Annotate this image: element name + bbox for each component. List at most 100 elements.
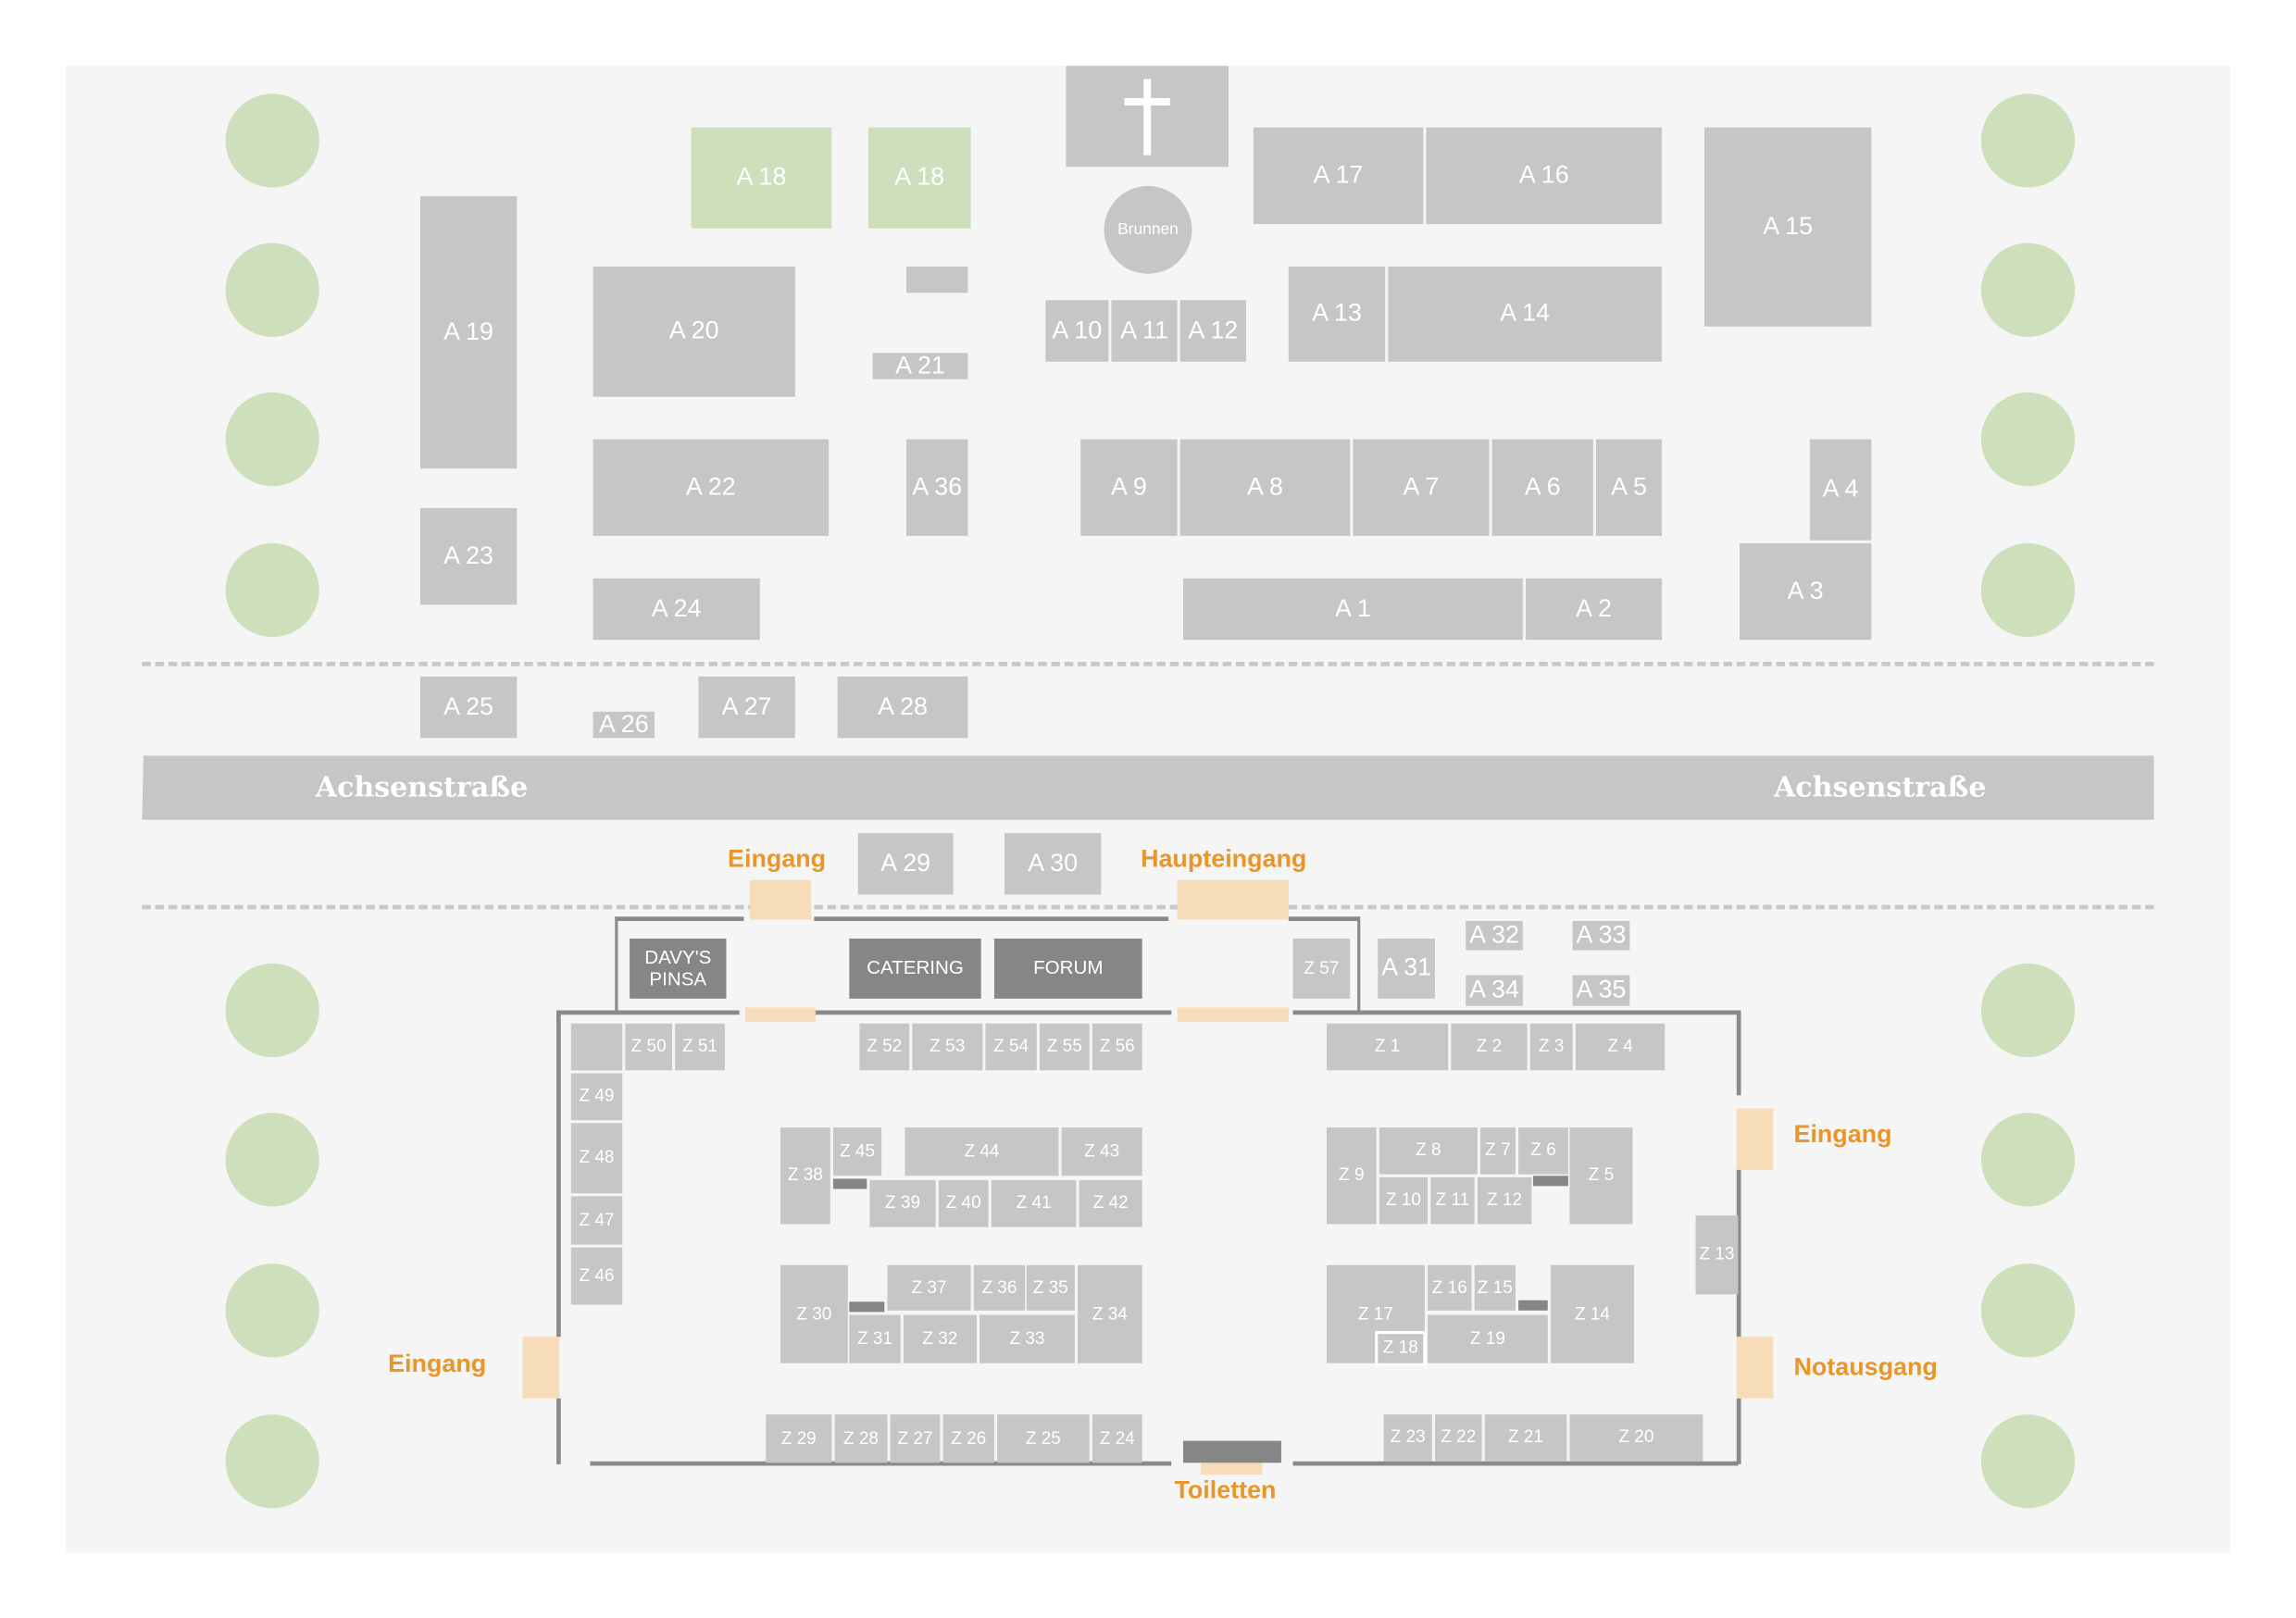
- booth-a16[interactable]: A 16: [1426, 127, 1663, 225]
- booth-a2[interactable]: A 2: [1526, 578, 1663, 641]
- booth-z44[interactable]: Z 44: [905, 1127, 1059, 1176]
- booth-z35[interactable]: Z 35: [1026, 1264, 1075, 1311]
- booth-z45[interactable]: Z 45: [832, 1127, 882, 1176]
- entrance-marker[interactable]: [1177, 879, 1289, 920]
- venue-davy-s-pinsa[interactable]: DAVY'S PINSA: [630, 938, 727, 999]
- booth-a21[interactable]: A 21: [872, 351, 968, 380]
- entrance-marker[interactable]: [745, 1007, 816, 1023]
- booth-z36[interactable]: Z 36: [973, 1264, 1026, 1311]
- entrance-marker[interactable]: [1177, 1007, 1289, 1023]
- booth-a22[interactable]: A 22: [593, 439, 830, 536]
- booth-a10[interactable]: A 10: [1045, 300, 1109, 362]
- booth-a18[interactable]: A 18: [691, 127, 832, 229]
- booth-a17[interactable]: A 17: [1253, 127, 1424, 225]
- booth-z18[interactable]: Z 18: [1375, 1330, 1427, 1366]
- booth-z30[interactable]: Z 30: [780, 1264, 848, 1363]
- booth-z23[interactable]: Z 23: [1383, 1414, 1432, 1462]
- entrance-marker[interactable]: [1736, 1108, 1774, 1170]
- entrance-marker[interactable]: [749, 879, 812, 920]
- booth-z51[interactable]: Z 51: [675, 1023, 725, 1071]
- booth-z24[interactable]: Z 24: [1092, 1414, 1142, 1463]
- fountain[interactable]: Brunnen: [1104, 185, 1192, 274]
- booth-z32[interactable]: Z 32: [903, 1314, 977, 1363]
- church[interactable]: [1066, 66, 1229, 168]
- booth-a20[interactable]: A 20: [593, 266, 795, 397]
- booth-a12[interactable]: A 12: [1179, 300, 1246, 362]
- venue-catering[interactable]: CATERING: [849, 938, 981, 999]
- booth-z22[interactable]: Z 22: [1434, 1414, 1482, 1462]
- booth-unlabeled[interactable]: [906, 266, 968, 293]
- booth-z3[interactable]: Z 3: [1529, 1023, 1573, 1071]
- booth-z28[interactable]: Z 28: [834, 1414, 888, 1463]
- booth-z12[interactable]: Z 12: [1477, 1176, 1532, 1225]
- booth-a33[interactable]: A 33: [1572, 921, 1630, 951]
- booth-z33[interactable]: Z 33: [980, 1314, 1075, 1363]
- booth-z31[interactable]: Z 31: [849, 1314, 901, 1363]
- booth-z16[interactable]: Z 16: [1428, 1264, 1472, 1311]
- booth-a8[interactable]: A 8: [1179, 439, 1351, 536]
- booth-a31[interactable]: A 31: [1378, 938, 1435, 999]
- booth-z13[interactable]: Z 13: [1695, 1214, 1739, 1295]
- booth-a30[interactable]: A 30: [1004, 833, 1102, 895]
- booth-z39[interactable]: Z 39: [869, 1180, 936, 1227]
- booth-a23[interactable]: A 23: [419, 507, 518, 605]
- booth-z38[interactable]: Z 38: [780, 1127, 830, 1225]
- booth-z5[interactable]: Z 5: [1569, 1127, 1633, 1225]
- booth-z8[interactable]: Z 8: [1379, 1127, 1478, 1175]
- booth-z11[interactable]: Z 11: [1430, 1176, 1475, 1225]
- booth-z40[interactable]: Z 40: [938, 1180, 989, 1227]
- booth-a14[interactable]: A 14: [1388, 266, 1663, 362]
- booth-z2[interactable]: Z 2: [1451, 1023, 1528, 1071]
- booth-a11[interactable]: A 11: [1111, 300, 1178, 362]
- booth-z43[interactable]: Z 43: [1061, 1127, 1142, 1176]
- booth-z49[interactable]: Z 49: [570, 1073, 623, 1121]
- booth-a24[interactable]: A 24: [593, 578, 760, 641]
- booth-z47[interactable]: Z 47: [570, 1196, 623, 1245]
- booth-a29[interactable]: A 29: [857, 833, 954, 895]
- booth-z42[interactable]: Z 42: [1079, 1180, 1142, 1227]
- booth-a7[interactable]: A 7: [1353, 439, 1490, 536]
- booth-z4[interactable]: Z 4: [1575, 1023, 1666, 1071]
- booth-z55[interactable]: Z 55: [1039, 1023, 1090, 1071]
- booth-z9[interactable]: Z 9: [1326, 1127, 1377, 1225]
- booth-z54[interactable]: Z 54: [985, 1023, 1037, 1071]
- entrance-marker[interactable]: [1200, 1462, 1263, 1475]
- booth-z53[interactable]: Z 53: [912, 1023, 983, 1071]
- booth-a25[interactable]: A 25: [419, 676, 518, 739]
- booth-z21[interactable]: Z 21: [1484, 1414, 1567, 1462]
- booth-a13[interactable]: A 13: [1288, 266, 1386, 362]
- booth-z56[interactable]: Z 56: [1092, 1023, 1142, 1071]
- booth-a35[interactable]: A 35: [1572, 975, 1630, 1006]
- venue-forum[interactable]: FORUM: [993, 938, 1142, 999]
- booth-z14[interactable]: Z 14: [1550, 1264, 1635, 1363]
- booth-z19[interactable]: Z 19: [1428, 1314, 1548, 1363]
- booth-z57[interactable]: Z 57: [1292, 938, 1351, 999]
- booth-a27[interactable]: A 27: [698, 676, 795, 739]
- booth-z52[interactable]: Z 52: [859, 1023, 910, 1071]
- booth-unlabeled[interactable]: [570, 1023, 623, 1071]
- booth-a5[interactable]: A 5: [1595, 439, 1663, 536]
- booth-z34[interactable]: Z 34: [1078, 1264, 1142, 1363]
- booth-z25[interactable]: Z 25: [997, 1414, 1090, 1463]
- booth-a36[interactable]: A 36: [906, 439, 968, 536]
- entrance-marker[interactable]: [522, 1337, 560, 1399]
- booth-a32[interactable]: A 32: [1466, 921, 1523, 951]
- entrance-marker[interactable]: [1736, 1337, 1774, 1399]
- booth-a34[interactable]: A 34: [1466, 975, 1523, 1006]
- booth-z46[interactable]: Z 46: [570, 1247, 623, 1305]
- booth-a1[interactable]: A 1: [1182, 578, 1523, 641]
- booth-z7[interactable]: Z 7: [1479, 1127, 1516, 1175]
- booth-z6[interactable]: Z 6: [1518, 1127, 1568, 1175]
- booth-a28[interactable]: A 28: [837, 676, 968, 739]
- booth-z15[interactable]: Z 15: [1474, 1264, 1516, 1311]
- booth-z27[interactable]: Z 27: [890, 1414, 941, 1463]
- booth-a3[interactable]: A 3: [1739, 542, 1872, 641]
- booth-z20[interactable]: Z 20: [1569, 1414, 1703, 1462]
- booth-z1[interactable]: Z 1: [1326, 1023, 1449, 1071]
- booth-z48[interactable]: Z 48: [570, 1123, 623, 1194]
- booth-a6[interactable]: A 6: [1491, 439, 1593, 536]
- booth-z50[interactable]: Z 50: [625, 1023, 672, 1071]
- booth-z10[interactable]: Z 10: [1379, 1176, 1429, 1225]
- booth-z26[interactable]: Z 26: [942, 1414, 994, 1463]
- booth-a26[interactable]: A 26: [593, 710, 655, 739]
